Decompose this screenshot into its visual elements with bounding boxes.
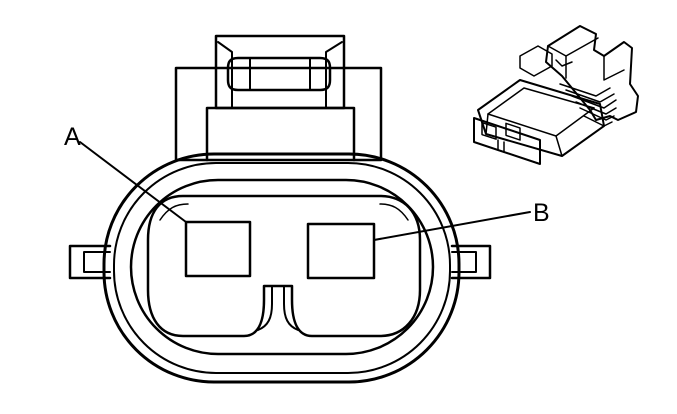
cavity-outline xyxy=(146,194,422,338)
terminal-cavity-b xyxy=(306,222,376,280)
leader-line-b xyxy=(373,211,531,241)
leader-line-a xyxy=(79,141,187,223)
pin-label-b: B xyxy=(533,199,550,227)
connector-face-view: A B xyxy=(64,34,550,384)
connector-isometric-view xyxy=(473,25,639,165)
connector-body xyxy=(102,152,461,384)
center-notch xyxy=(257,285,299,331)
top-latch xyxy=(174,34,383,162)
pin-label-a: A xyxy=(64,123,81,151)
terminal-cavity-a xyxy=(184,220,252,278)
side-ears xyxy=(68,244,492,280)
